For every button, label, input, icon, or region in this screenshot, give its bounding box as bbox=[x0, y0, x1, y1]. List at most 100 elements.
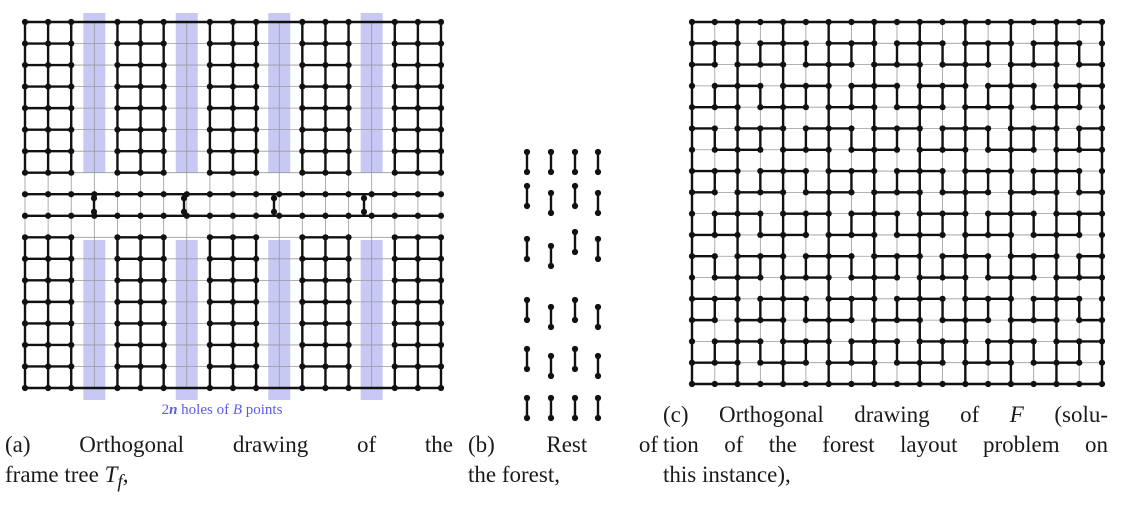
vertex bbox=[253, 255, 260, 262]
vertex bbox=[345, 277, 352, 284]
vertex bbox=[1007, 61, 1014, 68]
vertex bbox=[848, 18, 855, 26]
vertex bbox=[1098, 40, 1106, 47]
vertex bbox=[253, 61, 260, 69]
holes-label: 2n holes of B points bbox=[162, 402, 283, 418]
vertex bbox=[594, 148, 602, 156]
vertex bbox=[825, 231, 832, 239]
vertex bbox=[206, 40, 213, 47]
vertex bbox=[757, 104, 764, 111]
vertex bbox=[437, 148, 445, 155]
vertex bbox=[848, 189, 855, 196]
vertex bbox=[391, 341, 398, 349]
vertex bbox=[711, 317, 718, 324]
vertex bbox=[825, 82, 832, 89]
vertex bbox=[229, 212, 237, 219]
vertex bbox=[547, 189, 555, 197]
vertex bbox=[916, 210, 923, 217]
vertex bbox=[414, 384, 421, 392]
vertex bbox=[391, 255, 398, 262]
vertex bbox=[757, 295, 764, 302]
vertex bbox=[137, 212, 144, 219]
vertex bbox=[45, 212, 52, 219]
vertex bbox=[322, 40, 329, 47]
vertex bbox=[414, 105, 421, 112]
vertex bbox=[871, 146, 878, 153]
vertex bbox=[21, 126, 29, 133]
vertex bbox=[547, 372, 555, 380]
vertex bbox=[1076, 40, 1083, 47]
vertex bbox=[1076, 146, 1083, 153]
vertex bbox=[299, 169, 306, 176]
vertex bbox=[780, 274, 787, 281]
vertex bbox=[893, 274, 901, 281]
vertex bbox=[345, 341, 352, 349]
vertex bbox=[45, 18, 52, 26]
vertex bbox=[253, 169, 260, 176]
vertex bbox=[594, 303, 602, 311]
vertex bbox=[114, 105, 121, 112]
vertex bbox=[345, 320, 352, 327]
vertex bbox=[939, 104, 946, 111]
vertex bbox=[734, 295, 741, 302]
vertex bbox=[1076, 253, 1083, 260]
vertex bbox=[711, 146, 718, 153]
vertex bbox=[916, 82, 923, 89]
vertex bbox=[437, 298, 445, 305]
vertex bbox=[322, 126, 329, 133]
vertex bbox=[45, 363, 52, 370]
vertex bbox=[985, 82, 992, 89]
vertex bbox=[547, 148, 555, 156]
vertex bbox=[345, 148, 352, 155]
vertex bbox=[571, 202, 579, 210]
vertex bbox=[68, 320, 75, 327]
vertex bbox=[711, 125, 718, 132]
vertex bbox=[825, 104, 832, 111]
vertex bbox=[871, 338, 878, 345]
vertex bbox=[825, 338, 832, 345]
vertex bbox=[780, 317, 787, 324]
vertex bbox=[734, 61, 741, 68]
vertex bbox=[345, 212, 352, 219]
vertex bbox=[1030, 40, 1037, 47]
vertex bbox=[871, 167, 878, 175]
vertex bbox=[802, 359, 809, 366]
vertex bbox=[229, 148, 237, 155]
vertex bbox=[802, 82, 809, 89]
vertex bbox=[21, 212, 29, 219]
vertex bbox=[757, 40, 764, 47]
vertex bbox=[825, 189, 832, 196]
vertex bbox=[688, 295, 696, 302]
vertex bbox=[114, 234, 121, 241]
vertex bbox=[962, 82, 969, 89]
vertex bbox=[523, 182, 531, 190]
vertex bbox=[1098, 380, 1106, 388]
vertex bbox=[437, 61, 445, 69]
vertex bbox=[299, 83, 306, 90]
vertex bbox=[21, 148, 29, 155]
vertex bbox=[1030, 338, 1037, 345]
vertex bbox=[299, 191, 306, 198]
vertex bbox=[757, 253, 764, 260]
vertex bbox=[734, 82, 741, 89]
vertex bbox=[345, 255, 352, 262]
vertex bbox=[1076, 338, 1083, 345]
vertex bbox=[711, 380, 718, 388]
vertex bbox=[137, 191, 144, 198]
vertex bbox=[757, 125, 764, 132]
vertex bbox=[437, 105, 445, 112]
vertex bbox=[939, 189, 946, 196]
vertex bbox=[160, 277, 167, 284]
vertex bbox=[571, 168, 579, 176]
vertex bbox=[437, 277, 445, 284]
vertex bbox=[547, 262, 555, 270]
vertex bbox=[345, 169, 352, 176]
vertex bbox=[523, 316, 531, 324]
vertex bbox=[68, 298, 75, 305]
caption-c-line2: tion of the forest layout problem on bbox=[663, 432, 1108, 457]
vertex bbox=[916, 167, 923, 175]
vertex bbox=[68, 40, 75, 47]
vertex bbox=[594, 209, 602, 217]
vertex bbox=[68, 18, 75, 26]
vertex bbox=[985, 253, 992, 260]
